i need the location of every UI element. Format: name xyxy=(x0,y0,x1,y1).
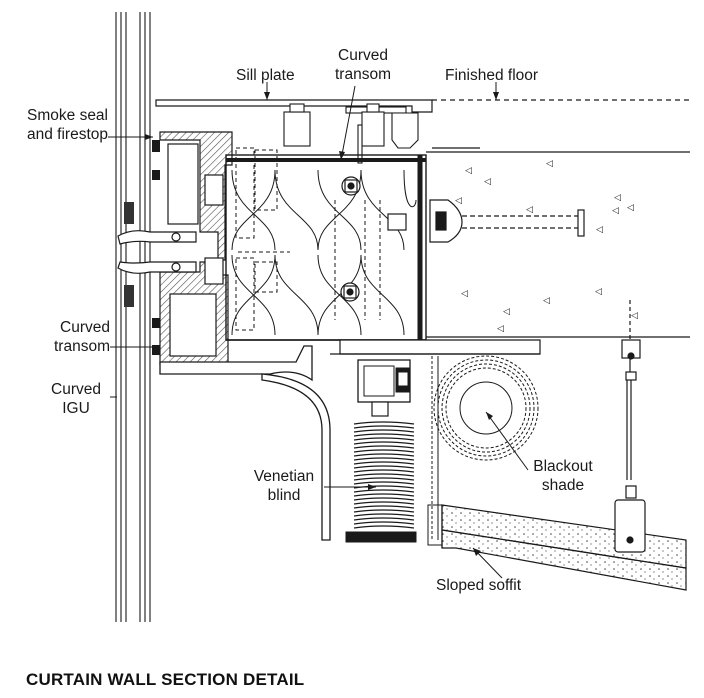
label-sloped-soffit: Sloped soffit xyxy=(436,577,522,594)
blind-slat xyxy=(353,493,415,497)
blind-slat xyxy=(353,505,415,509)
blind-slat xyxy=(353,461,415,465)
bolts xyxy=(340,176,407,302)
batt-insulation xyxy=(231,169,417,336)
blind-slat xyxy=(353,465,415,469)
svg-text:◁: ◁ xyxy=(612,206,619,216)
blind-slat xyxy=(353,477,415,481)
sill-plate xyxy=(155,99,690,113)
blind-slat xyxy=(353,449,415,453)
blind-slat xyxy=(353,457,415,461)
blind-slat xyxy=(353,473,415,477)
svg-text:◁: ◁ xyxy=(503,307,510,317)
label-sill-plate: Sill plate xyxy=(236,67,295,84)
slab-embed xyxy=(429,199,585,243)
blind-slat xyxy=(353,437,415,441)
label-curved-igu-line1: Curved xyxy=(51,381,101,398)
label-curved-igu-line2: IGU xyxy=(62,400,90,417)
blackout-shade xyxy=(427,355,539,546)
label-curved-transom-top-line1: Curved xyxy=(338,47,388,64)
svg-text:◁: ◁ xyxy=(455,196,462,206)
blind-slat xyxy=(353,509,415,513)
label-smoke-seal: Smoke seal and firestop xyxy=(2,106,108,144)
blind-slat xyxy=(353,501,415,505)
label-blackout-shade: Blackout shade xyxy=(522,457,604,495)
label-blackout-shade-line2: shade xyxy=(541,477,585,494)
svg-text:◁: ◁ xyxy=(465,166,472,176)
transom-sweep xyxy=(159,345,331,541)
svg-text:◁: ◁ xyxy=(461,289,468,299)
svg-text:◁: ◁ xyxy=(497,324,504,334)
pressure-plates xyxy=(117,230,197,274)
blind-slat xyxy=(353,497,415,501)
label-curved-igu: Curved IGU xyxy=(44,380,108,418)
curved-transom-extrusion xyxy=(159,131,233,366)
label-blackout-shade-line1: Blackout xyxy=(533,458,593,475)
label-curved-transom-left-line1: Curved xyxy=(60,319,110,336)
svg-text:◁: ◁ xyxy=(543,296,550,306)
leader-arrows xyxy=(145,92,499,556)
svg-text:◁: ◁ xyxy=(627,203,634,213)
venetian-slats xyxy=(353,421,415,529)
insulation-box xyxy=(225,154,427,341)
bottom-plate xyxy=(330,339,541,355)
blind-slat xyxy=(353,481,415,485)
label-finished-floor: Finished floor xyxy=(445,67,539,84)
label-venetian-blind-line2: blind xyxy=(267,487,301,504)
svg-text:◁: ◁ xyxy=(596,225,603,235)
label-curved-transom-top-line2: transom xyxy=(335,66,391,83)
blind-slat xyxy=(353,525,415,529)
label-curved-transom-top: Curved transom xyxy=(325,46,401,84)
figure-caption: CURTAIN WALL SECTION DETAIL xyxy=(26,670,305,689)
blind-slat xyxy=(353,429,415,433)
blind-slat xyxy=(353,445,415,449)
blind-slat xyxy=(353,433,415,437)
blind-slat xyxy=(353,441,415,445)
hanger-rod xyxy=(614,300,646,553)
dashed-anchors xyxy=(235,147,381,331)
label-curved-transom-left: Curved transom xyxy=(20,318,110,356)
sill-brackets xyxy=(283,103,419,164)
label-smoke-seal-line1: Smoke seal xyxy=(27,107,108,124)
blind-slat xyxy=(353,513,415,517)
blind-slat xyxy=(353,521,415,525)
svg-text:◁: ◁ xyxy=(631,311,638,321)
label-smoke-seal-line2: and firestop xyxy=(27,126,108,143)
blind-slat xyxy=(353,469,415,473)
svg-text:◁: ◁ xyxy=(595,287,602,297)
svg-text:◁: ◁ xyxy=(484,177,491,187)
blind-slat xyxy=(353,453,415,457)
label-curved-transom-left-line2: transom xyxy=(54,338,110,355)
svg-text:◁: ◁ xyxy=(614,193,621,203)
blind-slat xyxy=(353,517,415,521)
glazing-spacers xyxy=(124,202,134,307)
concrete-aggregate: ◁ ◁ ◁ ◁ ◁ ◁ ◁ ◁ ◁ ◁ ◁ ◁ ◁ ◁ ◁ xyxy=(455,159,638,334)
concrete-slab xyxy=(426,147,690,338)
blind-slat xyxy=(353,489,415,493)
blind-slat xyxy=(353,425,415,429)
leader-lines xyxy=(108,82,529,579)
label-venetian-blind: Venetian blind xyxy=(246,467,322,505)
smoke-seal xyxy=(152,140,160,355)
svg-text:◁: ◁ xyxy=(546,159,553,169)
svg-text:◁: ◁ xyxy=(526,205,533,215)
blind-slat xyxy=(353,421,415,425)
curved-igu-glass xyxy=(115,12,151,622)
label-venetian-blind-line1: Venetian xyxy=(253,468,315,485)
